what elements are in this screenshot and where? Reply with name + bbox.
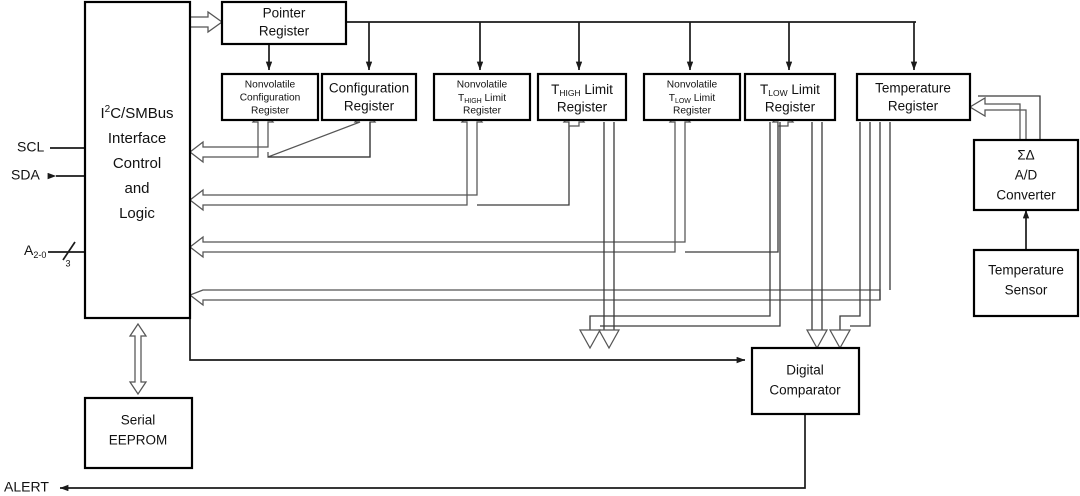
block-tlow-limit-register[interactable]: TLOW Limit Register xyxy=(743,72,837,122)
nv-tlow-label-2: TLOW Limit xyxy=(669,93,716,105)
adc-label-1: ΣΔ xyxy=(1017,148,1034,163)
block-nonvolatile-thigh-limit-register[interactable]: Nonvolatile THIGH Limit Register xyxy=(432,72,532,122)
serial-eeprom-label-2: EEPROM xyxy=(109,433,168,448)
adc-label-3: Converter xyxy=(996,188,1056,203)
wire-addr-slash xyxy=(62,241,76,261)
nv-thigh-label-1: Nonvolatile xyxy=(457,80,508,91)
pin-label-addr-width: 3 xyxy=(65,258,70,268)
serial-eeprom-label-1: Serial xyxy=(121,413,156,428)
adc-label-2: A/D xyxy=(1015,168,1038,183)
bus-config-vertical-leg xyxy=(268,122,371,158)
nv-config-register-box xyxy=(220,72,320,122)
nv-tlow-label-3: Register xyxy=(673,106,712,117)
config-register-box xyxy=(320,72,418,122)
digital-comparator-box xyxy=(750,346,861,416)
block-configuration-register[interactable]: Configuration Register xyxy=(320,72,418,122)
temperature-register-label-1: Temperature xyxy=(875,81,951,96)
bus-tempreg-comp-arrow-right xyxy=(828,329,852,350)
temperature-register-box xyxy=(855,72,972,122)
tlow-label-2: Register xyxy=(765,100,816,115)
pin-label-alert: ALERT xyxy=(4,479,49,495)
wire-adc-feedback-leg xyxy=(978,95,1041,140)
interface-label-line2: Interface xyxy=(108,130,166,147)
config-label-2: Register xyxy=(344,99,395,114)
thigh-label-2: Register xyxy=(557,100,608,115)
bus-adc-to-tempreg xyxy=(968,96,1027,141)
pin-labels: SCL SDA A2-0 3 ALERT xyxy=(4,139,71,495)
wire-tempreg-tap-c xyxy=(839,122,861,332)
nv-tlow-register-box xyxy=(642,72,742,122)
thigh-register-box xyxy=(536,72,628,122)
wire-tempreg-tap-d xyxy=(850,122,871,327)
wiring-layer xyxy=(47,10,1041,492)
wire-tempreg-tap-a xyxy=(589,122,771,332)
bus-tempreg-comp-arrow-left xyxy=(578,329,602,350)
interface-label-line3: Control xyxy=(113,155,161,172)
bus-tempreg-to-interface xyxy=(188,289,881,307)
nv-thigh-label-3: Register xyxy=(463,106,502,117)
nv-config-label-2: Configuration xyxy=(240,93,301,104)
block-sigma-delta-adc[interactable]: ΣΔ A/D Converter xyxy=(972,138,1080,212)
interface-box xyxy=(83,0,192,320)
tlow-register-box xyxy=(743,72,837,122)
nv-config-label-3: Register xyxy=(251,106,290,117)
digital-comparator-label-1: Digital xyxy=(786,363,824,378)
tlow-label-1: TLOW Limit xyxy=(760,82,820,99)
temperature-register-label-2: Register xyxy=(888,99,939,114)
wire-interface-to-comparator xyxy=(189,318,746,364)
adc-box xyxy=(972,138,1080,212)
block-nonvolatile-tlow-limit-register[interactable]: Nonvolatile TLOW Limit Register xyxy=(642,72,742,122)
bus-interface-eeprom xyxy=(128,322,148,396)
digital-comparator-label-2: Comparator xyxy=(769,383,841,398)
nv-thigh-register-box xyxy=(432,72,532,122)
bus-tlow-comp-arrow xyxy=(805,329,829,350)
pin-label-sda: SDA xyxy=(11,167,40,183)
bus-nvthigh-to-interface xyxy=(188,109,484,212)
config-label-1: Configuration xyxy=(329,81,409,96)
bus-tlow-leg xyxy=(685,122,779,253)
nv-tlow-label-1: Nonvolatile xyxy=(667,80,718,91)
temperature-sensor-box xyxy=(972,248,1080,318)
block-pointer-register[interactable]: Pointer Register xyxy=(220,0,348,46)
block-temperature-register[interactable]: Temperature Register xyxy=(855,72,972,122)
block-digital-comparator[interactable]: Digital Comparator xyxy=(750,346,861,416)
thigh-label-1: THIGH Limit xyxy=(551,82,613,99)
pin-label-addr: A2-0 xyxy=(24,242,46,261)
pointer-register-box xyxy=(220,0,348,46)
serial-eeprom-box xyxy=(83,396,194,470)
wire-comparator-to-alert xyxy=(59,414,806,492)
interface-label-line4: and xyxy=(124,180,149,197)
interface-label-line1: I2C/SMBus xyxy=(100,104,173,122)
wire-tempreg-tap-b xyxy=(600,122,781,327)
block-interface-control-logic[interactable]: I2C/SMBus Interface Control and Logic xyxy=(83,0,192,320)
pin-label-scl: SCL xyxy=(17,139,44,155)
block-serial-eeprom[interactable]: Serial EEPROM xyxy=(83,396,194,470)
bus-thigh-leg xyxy=(477,122,570,206)
nv-thigh-label-2: THIGH Limit xyxy=(458,93,506,105)
interface-label-line5: Logic xyxy=(119,205,155,222)
pointer-register-label-1: Pointer xyxy=(263,6,306,21)
block-temperature-sensor[interactable]: Temperature Sensor xyxy=(972,248,1080,318)
block-nonvolatile-configuration-register[interactable]: Nonvolatile Configuration Register xyxy=(220,72,320,122)
nv-config-label-1: Nonvolatile xyxy=(245,80,296,91)
pointer-register-label-2: Register xyxy=(259,24,310,39)
temperature-sensor-label-1: Temperature xyxy=(988,263,1064,278)
temperature-sensor-label-2: Sensor xyxy=(1005,283,1048,298)
bus-thigh-comp-arrow xyxy=(597,329,621,350)
bus-interface-to-pointer xyxy=(189,10,224,34)
block-thigh-limit-register[interactable]: THIGH Limit Register xyxy=(536,72,628,122)
